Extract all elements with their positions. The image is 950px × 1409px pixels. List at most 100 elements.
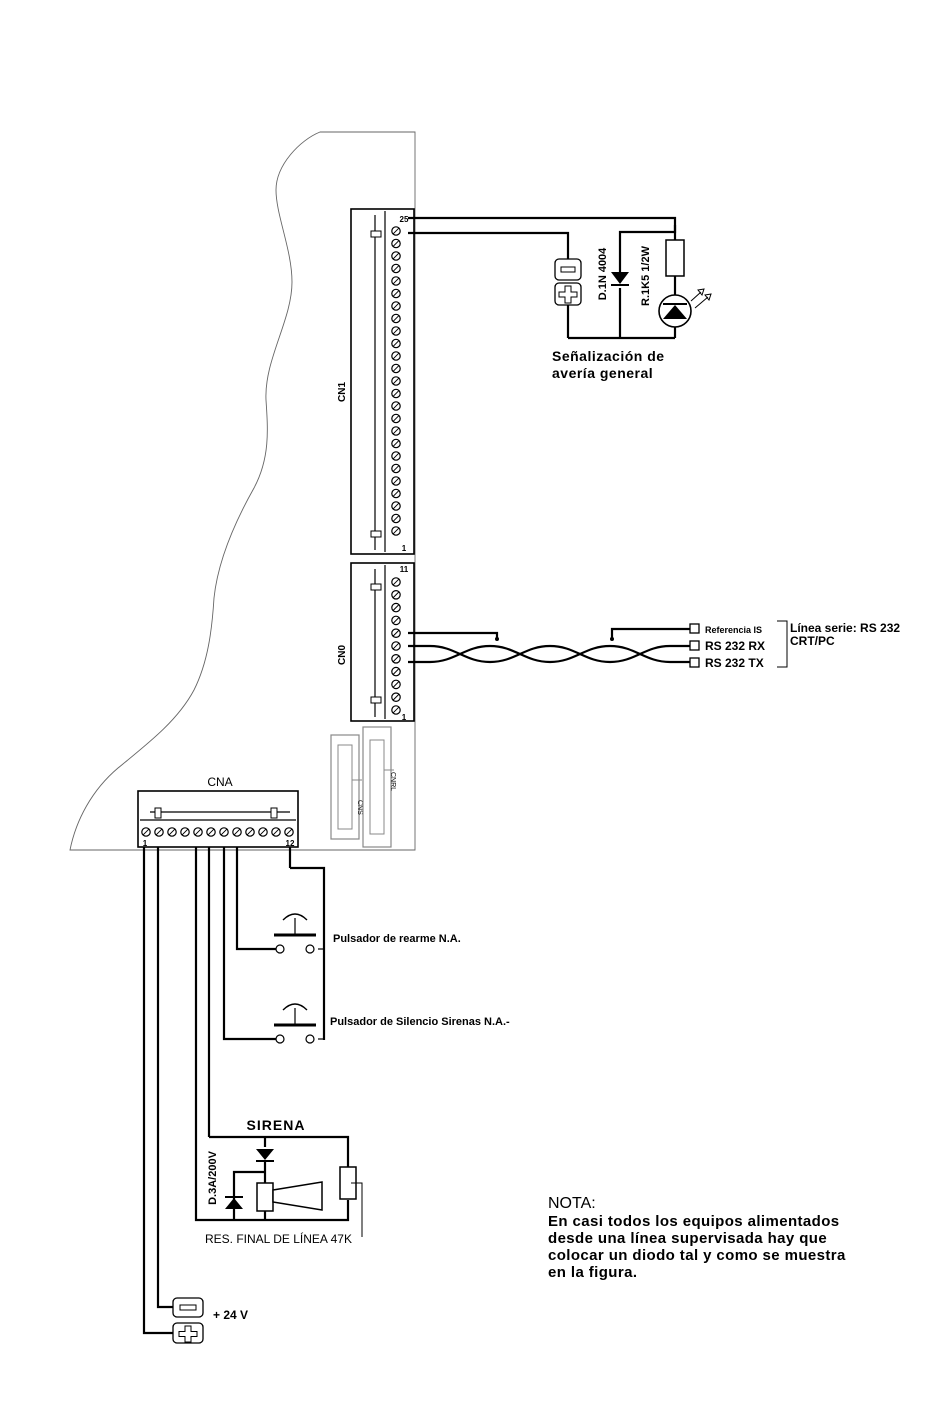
screw-slot — [392, 415, 400, 422]
screw-slot — [392, 477, 400, 485]
cns-connector — [330, 734, 362, 840]
end-of-line-resistor-label: RES. FINAL DE LÍNEA 47K — [205, 1231, 352, 1246]
power-voltage-label: + 24 V — [213, 1308, 248, 1322]
serial-ref-label: Referencia IS — [705, 625, 762, 635]
screw-slot — [392, 527, 400, 535]
screw-slot — [392, 440, 400, 447]
screw-slot — [392, 277, 400, 285]
note-line1: En casi todos los equipos alimentados — [548, 1213, 840, 1230]
serial-title-line2: CRT/PC — [790, 634, 835, 648]
screw-slot — [155, 828, 163, 836]
screw-slot — [392, 352, 400, 360]
screw-slot — [392, 578, 400, 586]
serial-rx-terminal — [689, 640, 700, 651]
screw-slot — [392, 302, 400, 310]
reset-button-label: Pulsador de rearme N.A. — [333, 933, 461, 945]
screw-slot — [392, 604, 400, 611]
cna-screw-terminals — [141, 827, 294, 837]
screw-slot — [392, 668, 400, 675]
supply-plus-symbol — [554, 282, 582, 306]
cn0-screw-terminals — [391, 577, 401, 715]
cn0-label: CN0 — [337, 645, 348, 665]
screw-slot — [392, 502, 400, 510]
note-line4: en la figura. — [548, 1264, 637, 1281]
screw-slot — [220, 828, 228, 836]
screw-slot — [392, 315, 400, 322]
screw-slot — [181, 828, 189, 836]
screw-slot — [207, 828, 215, 836]
screw-slot — [392, 227, 400, 235]
supply-minus-symbol — [554, 258, 582, 281]
led-symbol — [658, 288, 712, 328]
control-board-outline — [69, 131, 416, 851]
screw-slot — [246, 828, 254, 836]
fault-signal-label-line2: avería general — [552, 365, 653, 381]
cna-label: CNA — [207, 775, 232, 789]
cnrl-connector — [362, 726, 394, 848]
screw-slot — [392, 452, 400, 460]
screw-slot — [392, 265, 400, 272]
screw-slot — [168, 828, 176, 836]
resistor-label: R.1K5 1/2W — [640, 245, 652, 306]
screw-slot — [392, 402, 400, 410]
serial-rx-label: RS 232 RX — [705, 639, 765, 653]
screw-slot — [392, 642, 400, 650]
serial-bracket — [777, 620, 788, 668]
screw-slot — [392, 629, 400, 637]
screw-slot — [392, 591, 400, 599]
cna-first-pin-number: 1 — [143, 839, 148, 848]
silence-pushbutton — [274, 1003, 324, 1044]
note-line3: colocar un diodo tal y como se muestra — [548, 1247, 846, 1264]
screw-slot — [392, 427, 400, 435]
serial-ref-terminal — [689, 623, 700, 634]
cn1-terminal-block — [350, 208, 415, 555]
cn1-screw-terminals — [391, 226, 401, 536]
screw-slot — [392, 390, 400, 397]
screw-slot — [392, 290, 400, 297]
cna-last-pin-number: 12 — [286, 839, 295, 848]
screw-slot — [233, 828, 241, 836]
screw-slot — [392, 617, 400, 624]
siren-circuit — [225, 1137, 363, 1237]
cnrl-label: CNRL — [389, 772, 396, 791]
screw-slot — [392, 365, 400, 372]
screw-slot — [392, 465, 400, 472]
cn1-bottom-pin-number: 1 — [402, 544, 407, 553]
diode-label: D.1N 4004 — [597, 247, 609, 300]
cn0-bottom-pin-number: 1 — [402, 713, 407, 722]
siren-title: SIRENA — [247, 1117, 306, 1133]
resistor-symbol — [665, 239, 685, 277]
serial-title-line1: Línea serie: RS 232 — [790, 621, 900, 635]
siren-diode-label: D.3A/200V — [207, 1150, 219, 1204]
screw-slot — [392, 377, 400, 385]
reset-pushbutton — [274, 913, 324, 954]
serial-wiring — [408, 627, 690, 664]
screw-slot — [392, 681, 400, 688]
cn1-label: CN1 — [337, 382, 348, 402]
note-line2: desde una línea supervisada hay que — [548, 1230, 827, 1247]
screw-slot — [392, 655, 400, 663]
screw-slot — [392, 515, 400, 522]
screw-slot — [392, 252, 400, 260]
cn0-top-pin-number: 11 — [400, 565, 409, 574]
note-title: NOTA: — [548, 1195, 596, 1212]
power-minus-symbol — [172, 1297, 204, 1318]
diode-1n4004-symbol — [611, 272, 629, 286]
silence-button-label: Pulsador de Silencio Sirenas N.A.- — [330, 1016, 510, 1028]
screw-slot — [272, 828, 280, 836]
screw-slot — [142, 828, 150, 836]
screw-slot — [392, 340, 400, 347]
power-plus-symbol — [172, 1322, 204, 1344]
cna-terminal-block — [137, 790, 299, 848]
screw-slot — [194, 828, 202, 836]
fault-signal-label-line1: Señalización de — [552, 348, 665, 364]
cna-output-wiring — [142, 847, 350, 1335]
screw-slot — [392, 327, 400, 335]
screw-slot — [285, 828, 293, 836]
screw-slot — [259, 828, 267, 836]
cn1-top-pin-number: 25 — [400, 215, 409, 224]
cns-label: CNS — [356, 800, 363, 815]
serial-tx-label: RS 232 TX — [705, 656, 764, 670]
screw-slot — [392, 706, 400, 714]
